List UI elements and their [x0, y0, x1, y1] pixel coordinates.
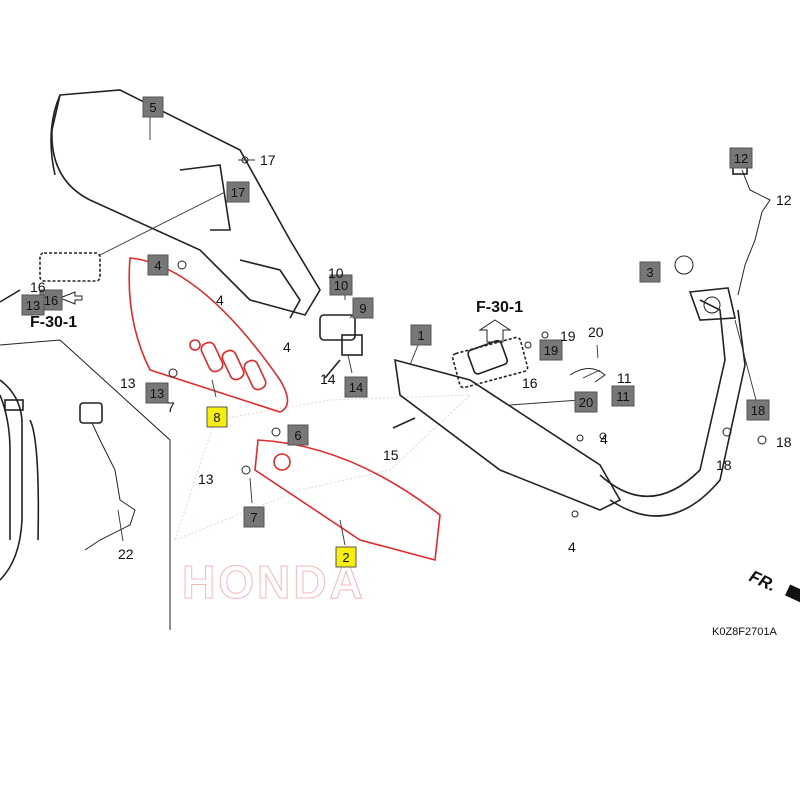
front-marker: FR. — [746, 567, 800, 609]
label-12: 12 — [776, 192, 792, 208]
callout-13: 13 — [150, 386, 164, 401]
callout-13: 13 — [26, 298, 40, 313]
callout-6: 6 — [294, 428, 301, 443]
label-20: 20 — [588, 324, 604, 340]
callout-9: 9 — [359, 301, 366, 316]
label-7: 7 — [167, 399, 175, 415]
label-13: 13 — [198, 471, 214, 487]
callout-12: 12 — [734, 151, 748, 166]
label-19: 19 — [560, 328, 576, 344]
callout-3: 3 — [646, 265, 653, 280]
callout-2: 2 — [342, 550, 349, 565]
catalog-code: K0Z8F2701A — [712, 626, 777, 638]
callout-10: 10 — [334, 278, 348, 293]
heat-guard-8 — [128, 257, 289, 413]
highlight-callouts: 8 2 — [206, 406, 357, 568]
callout-4: 4 — [154, 258, 161, 273]
callout-1: 1 — [417, 328, 424, 343]
callout-19: 19 — [544, 343, 558, 358]
label-18: 18 — [716, 457, 732, 473]
label-16: 16 — [30, 279, 46, 295]
label-4: 4 — [600, 431, 608, 447]
label-4: 4 — [568, 539, 576, 555]
callout-18: 18 — [751, 403, 765, 418]
small-hardware — [0, 156, 767, 518]
reference-f30-1-right: F-30-1 — [476, 299, 523, 316]
watermark-text: HONDA — [182, 556, 366, 608]
label-18: 18 — [776, 434, 792, 450]
label-4: 4 — [283, 339, 291, 355]
label-13: 13 — [120, 375, 136, 391]
plain-labels: 17 4 4 13 7 13 14 15 16 19 20 11 4 4 12 … — [30, 152, 792, 562]
callout-11: 11 — [616, 389, 630, 404]
label-16: 16 — [522, 375, 538, 391]
callout-16: 16 — [44, 293, 58, 308]
label-10: 10 — [328, 265, 344, 281]
callout-7: 7 — [250, 510, 257, 525]
o2-sensor-left — [79, 402, 136, 551]
honda-watermark: HONDA — [174, 394, 472, 609]
label-4: 4 — [216, 292, 224, 308]
o2-sensor-right — [732, 163, 771, 296]
heat-guard-2 — [254, 439, 441, 562]
callout-5: 5 — [149, 100, 156, 115]
label-22: 22 — [118, 546, 134, 562]
svg-text:FR.: FR. — [746, 567, 779, 596]
label-17: 17 — [260, 152, 276, 168]
label-11: 11 — [617, 370, 632, 386]
label-14: 14 — [320, 371, 336, 387]
muffler — [50, 89, 321, 319]
frame-left — [0, 339, 171, 630]
callout-8: 8 — [213, 410, 220, 425]
exhaust-pipe — [394, 287, 746, 517]
gray-callouts: 5 17 4 16 13 10 9 1 13 14 6 7 19 20 11 3… — [21, 96, 770, 528]
label-15: 15 — [383, 447, 399, 463]
reference-f30-1-left: F-30-1 — [30, 314, 77, 331]
callout-20: 20 — [579, 395, 593, 410]
reference-arrows — [58, 291, 512, 343]
callout-17: 17 — [231, 185, 245, 200]
callout-14: 14 — [349, 380, 363, 395]
